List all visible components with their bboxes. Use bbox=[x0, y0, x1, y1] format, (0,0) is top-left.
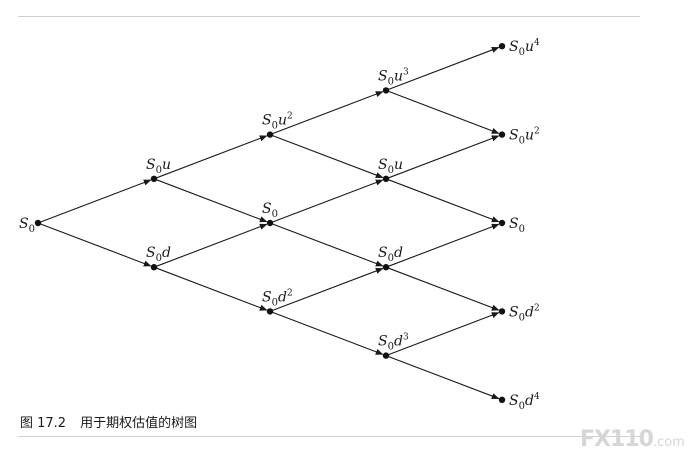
watermark: FX110.com bbox=[580, 427, 685, 452]
node-label-n1m: S0d bbox=[146, 245, 171, 264]
node-dot-n4m2 bbox=[498, 308, 506, 315]
node-label-n44: S0u4 bbox=[509, 38, 540, 58]
edge-n1m-to-n2m bbox=[153, 266, 268, 311]
figure-number: 图 17.2 bbox=[20, 416, 67, 431]
edge-n11-to-n22 bbox=[153, 135, 268, 180]
node-dot-n33 bbox=[382, 87, 390, 94]
edge-n22-to-n31 bbox=[269, 134, 384, 179]
figure-title: 用于期权估值的树图 bbox=[80, 416, 198, 431]
edge-n11-to-n20 bbox=[153, 178, 268, 223]
edge-n1m-to-n20 bbox=[153, 223, 268, 268]
edge-n31-to-n40 bbox=[385, 178, 500, 223]
edge-n00-to-n1m bbox=[37, 222, 152, 267]
node-dot-n44 bbox=[498, 43, 506, 50]
node-dot-n1m bbox=[150, 264, 158, 271]
edge-n3m3-to-n4m4 bbox=[385, 355, 500, 400]
node-dot-n3m3 bbox=[382, 352, 390, 359]
edge-n3m3-to-n4m2 bbox=[385, 312, 500, 357]
watermark-suffix: .com bbox=[652, 435, 685, 450]
figure-caption: 图 17.2 用于期权估值的树图 bbox=[20, 412, 197, 431]
node-label-n31: S0u bbox=[378, 157, 403, 176]
node-dot-n40 bbox=[498, 219, 506, 227]
edge-n2m-to-n3m3 bbox=[269, 310, 384, 355]
edge-n33-to-n44 bbox=[385, 46, 500, 91]
node-dot-n11 bbox=[150, 175, 158, 182]
edge-n31-to-n42 bbox=[385, 135, 500, 180]
edge-n33-to-n42 bbox=[385, 89, 500, 134]
node-label-n3m1: S0d bbox=[378, 245, 403, 264]
node-label-n33: S0u3 bbox=[378, 67, 409, 87]
node-label-n3m3: S0d3 bbox=[378, 333, 409, 353]
watermark-brand: FX110 bbox=[580, 427, 654, 452]
node-label-n22: S0u2 bbox=[262, 112, 293, 132]
node-dot-n00 bbox=[34, 219, 42, 227]
edge-n22-to-n33 bbox=[269, 91, 384, 136]
node-dot-n2m bbox=[266, 308, 274, 315]
node-dot-n31 bbox=[382, 175, 390, 182]
tree-nodes bbox=[34, 43, 506, 403]
tree-edges bbox=[37, 46, 500, 400]
node-dot-n42 bbox=[498, 131, 506, 138]
edge-n20-to-n3m1 bbox=[269, 222, 384, 267]
node-dot-n20 bbox=[266, 219, 274, 227]
edge-n3m1-to-n4m2 bbox=[385, 266, 500, 311]
edge-n2m-to-n3m1 bbox=[269, 267, 384, 312]
node-dot-n22 bbox=[266, 131, 274, 138]
node-label-n40: S0 bbox=[509, 216, 525, 235]
edge-n20-to-n31 bbox=[269, 179, 384, 224]
node-label-n4m4: S0d4 bbox=[509, 392, 540, 412]
node-dot-n4m4 bbox=[498, 396, 506, 403]
node-label-n00: S0 bbox=[19, 216, 35, 235]
node-label-n11: S0u bbox=[146, 157, 171, 176]
top-rule bbox=[18, 16, 640, 17]
node-label-n20: S0 bbox=[262, 201, 278, 220]
node-dot-n3m1 bbox=[382, 264, 390, 271]
node-label-n4m2: S0d2 bbox=[509, 303, 540, 323]
edge-n00-to-n11 bbox=[37, 179, 152, 224]
node-label-n2m: S0d2 bbox=[262, 288, 293, 308]
bottom-rule bbox=[18, 436, 640, 437]
node-label-n42: S0u2 bbox=[509, 127, 540, 147]
edge-n3m1-to-n40 bbox=[385, 223, 500, 268]
